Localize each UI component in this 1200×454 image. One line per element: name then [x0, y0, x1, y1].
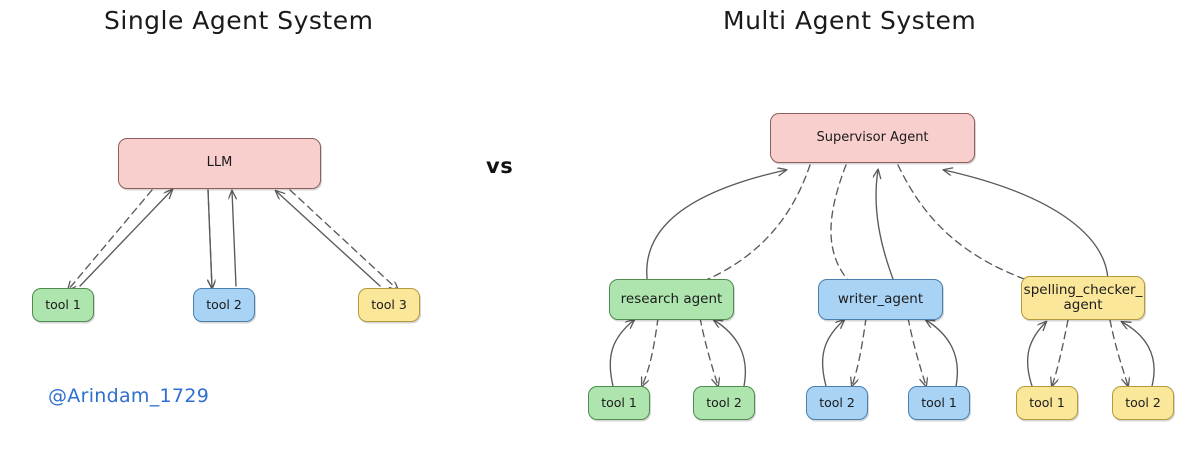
single-agent-system-title: Single Agent System	[104, 6, 374, 35]
node-research-tool-1[interactable]: tool 1	[588, 386, 650, 420]
node-research-agent[interactable]: research agent	[609, 279, 734, 320]
node-research-tool-2[interactable]: tool 2	[693, 386, 755, 420]
node-writer-tool-2[interactable]: tool 2	[806, 386, 868, 420]
vs-separator-label: vs	[486, 154, 514, 178]
node-supervisor-agent[interactable]: Supervisor Agent	[770, 113, 975, 163]
node-writer-tool-1[interactable]: tool 1	[908, 386, 970, 420]
author-watermark: @Arindam_1729	[48, 385, 210, 407]
multi-agent-system-title: Multi Agent System	[723, 6, 977, 35]
node-spelling-checker-agent[interactable]: spelling_checker_ agent	[1021, 276, 1145, 320]
node-spelling-tool-2[interactable]: tool 2	[1112, 386, 1174, 420]
node-writer-agent[interactable]: writer_agent	[818, 279, 943, 320]
node-single-tool-1[interactable]: tool 1	[32, 288, 94, 322]
node-single-tool-3[interactable]: tool 3	[358, 288, 420, 322]
node-single-tool-2[interactable]: tool 2	[193, 288, 255, 322]
node-spelling-tool-1[interactable]: tool 1	[1016, 386, 1078, 420]
node-llm[interactable]: LLM	[118, 138, 321, 189]
